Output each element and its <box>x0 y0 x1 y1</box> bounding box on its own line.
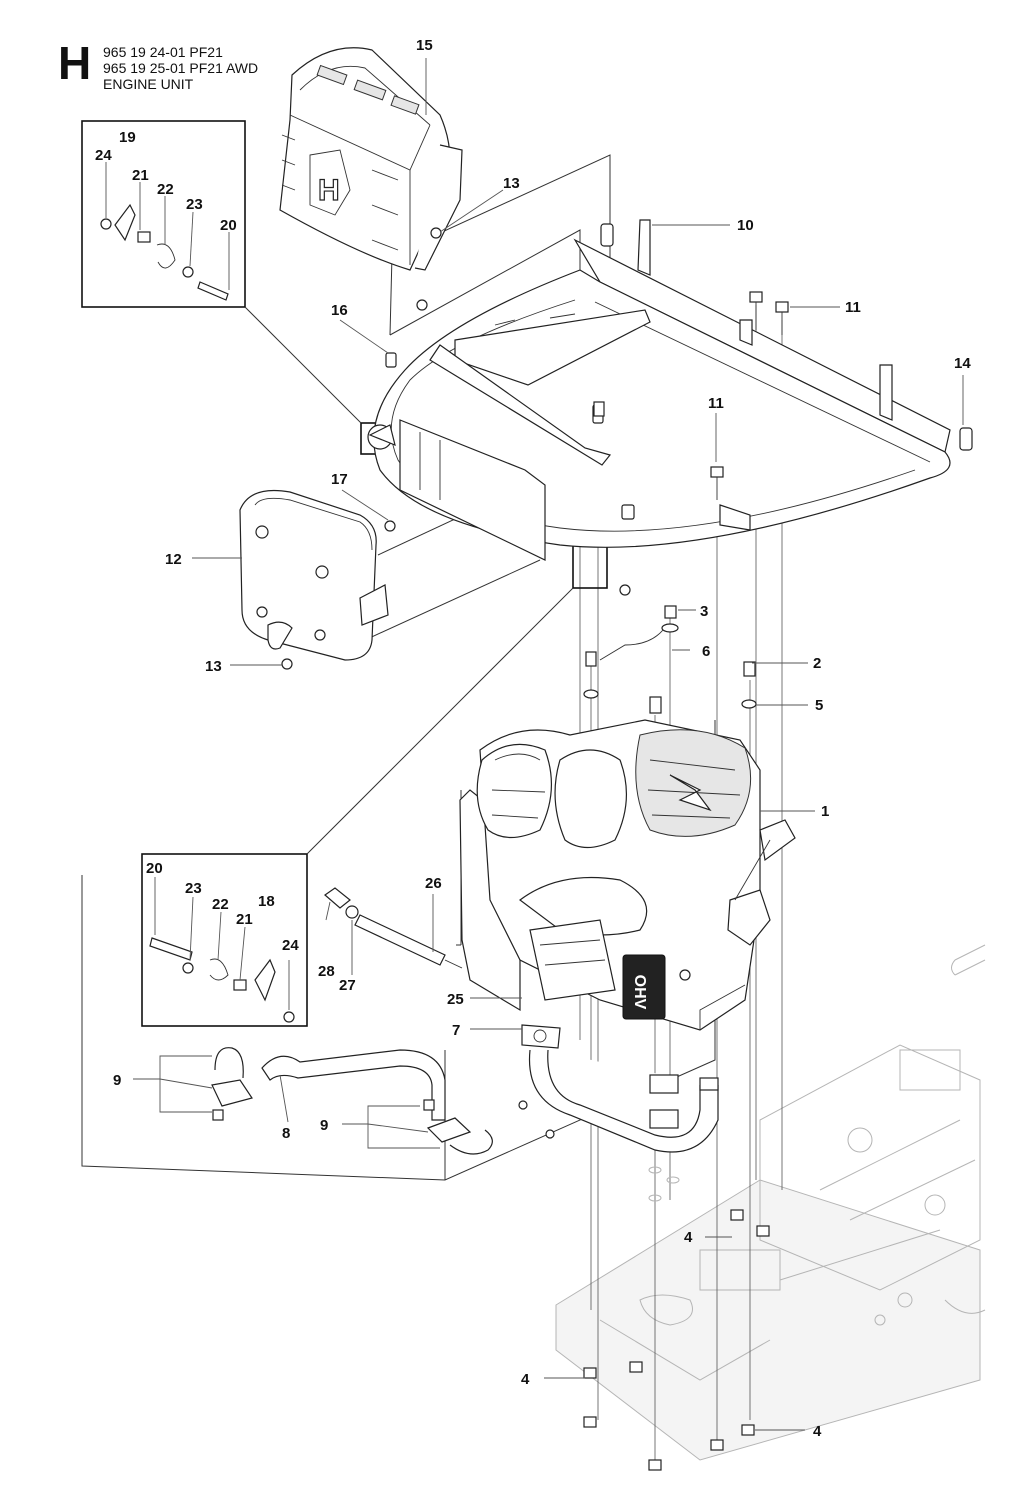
callout-24: 24 <box>282 937 299 954</box>
breather-hose <box>261 1049 446 1121</box>
throttle-linkage-detail-1 <box>100 203 229 301</box>
callout-4: 4 <box>684 1229 693 1246</box>
callout-11: 11 <box>708 395 724 412</box>
callout-18: 18 <box>258 893 275 910</box>
section-letter: H <box>58 37 92 89</box>
throttle-linkage-detail-2 <box>149 937 295 1023</box>
callout-23: 23 <box>186 196 203 213</box>
frame-bolts <box>710 291 789 500</box>
header-text: 965 19 24-01 PF21 965 19 25-01 PF21 AWD … <box>103 44 363 92</box>
hose-clamps <box>211 1047 493 1155</box>
callout-9: 9 <box>113 1072 121 1089</box>
callout-25: 25 <box>447 991 464 1008</box>
callout-15: 15 <box>416 37 433 54</box>
callout-8: 8 <box>282 1125 290 1142</box>
callout-20: 20 <box>146 860 163 877</box>
assembly-title: ENGINE UNIT <box>103 76 194 92</box>
callout-10: 10 <box>737 217 754 234</box>
callout-22: 22 <box>157 181 174 198</box>
callout-11: 11 <box>845 299 861 316</box>
callout-2: 2 <box>813 655 821 672</box>
callout-26: 26 <box>425 875 442 892</box>
callout-4: 4 <box>521 1371 530 1388</box>
callout-labels: 15 13 10 11 14 16 11 17 12 13 3 6 2 5 1 … <box>95 37 971 1440</box>
svg-text:H: H <box>318 174 340 207</box>
engine: OHV <box>459 719 796 1031</box>
callout-24: 24 <box>95 147 112 164</box>
leader-lines <box>105 58 964 1431</box>
callout-17: 17 <box>331 471 348 488</box>
callout-12: 12 <box>165 551 182 568</box>
callout-27: 27 <box>339 977 356 994</box>
muffler <box>239 489 389 670</box>
mounting-hardware <box>583 401 770 1471</box>
callout-4: 4 <box>813 1423 822 1440</box>
engine-frame <box>367 219 973 596</box>
callout-9: 9 <box>320 1117 328 1134</box>
oil-fill-tube <box>324 887 463 969</box>
callout-7: 7 <box>452 1022 460 1039</box>
callout-3: 3 <box>700 603 708 620</box>
callout-13: 13 <box>503 175 520 192</box>
ohv-badge: OHV <box>631 975 648 1010</box>
callout-28: 28 <box>318 963 335 980</box>
callout-6: 6 <box>702 643 710 660</box>
callout-21: 21 <box>132 167 149 184</box>
callout-14: 14 <box>954 355 971 372</box>
callout-5: 5 <box>815 697 823 714</box>
callout-13: 13 <box>205 658 222 675</box>
callout-16: 16 <box>331 302 348 319</box>
model-number-2: 965 19 25-01 PF21 AWD <box>103 60 259 76</box>
callout-20: 20 <box>220 217 237 234</box>
engine-cover: H <box>279 47 463 311</box>
ghost-chassis <box>555 944 986 1461</box>
callout-23: 23 <box>185 880 202 897</box>
callout-19: 19 <box>119 129 136 146</box>
callout-21: 21 <box>236 911 253 928</box>
callout-22: 22 <box>212 896 229 913</box>
callout-1: 1 <box>821 803 829 820</box>
exhaust-pipe <box>518 1024 719 1153</box>
model-number-1: 965 19 24-01 PF21 <box>103 44 223 60</box>
